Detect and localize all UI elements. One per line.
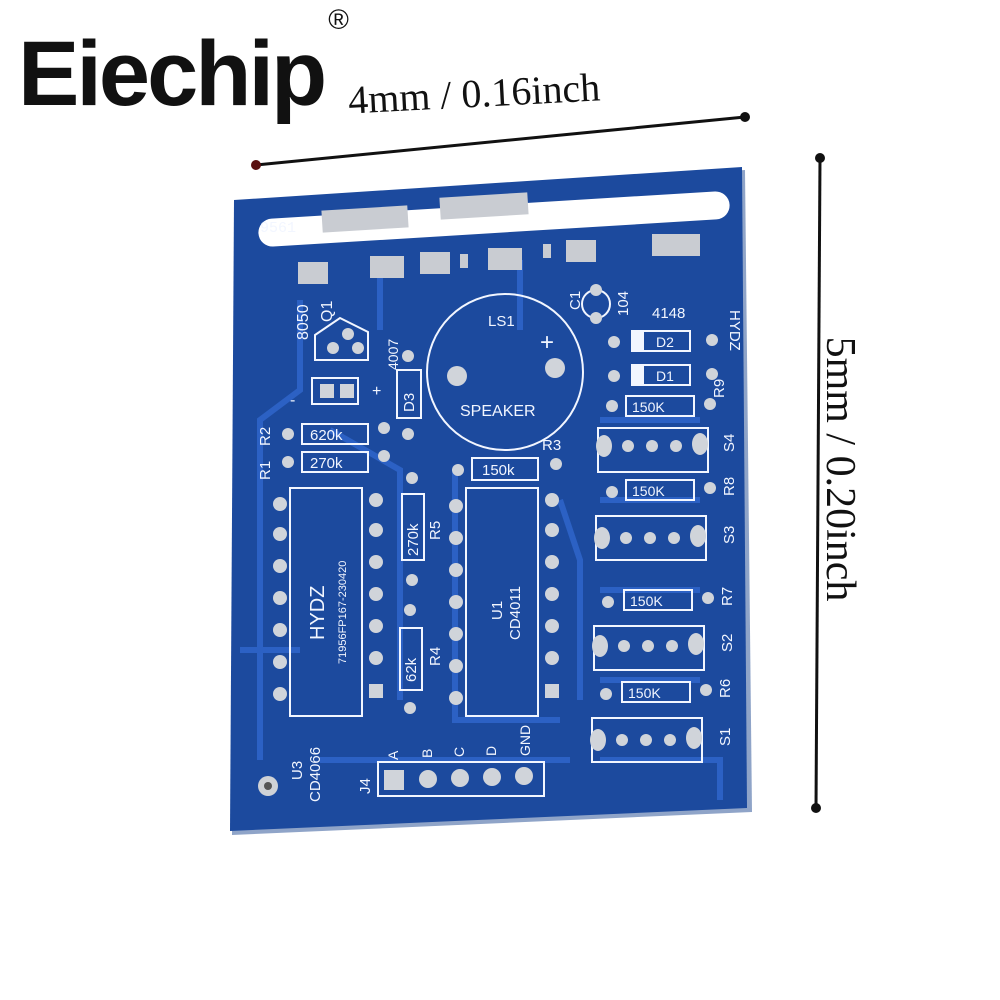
u1-part-label: CD4011 bbox=[507, 586, 524, 640]
q1-label: Q1 bbox=[319, 301, 336, 322]
r3-label: R3 bbox=[542, 437, 561, 454]
diode-part-label: 4148 bbox=[652, 305, 685, 322]
u3-ic-footprint bbox=[273, 487, 383, 717]
r8-value-label: 150K bbox=[632, 483, 665, 499]
plus-label: + bbox=[372, 383, 381, 400]
r3-value-label: 150k bbox=[482, 462, 515, 479]
r4-value-label: 62k bbox=[403, 657, 420, 682]
minus-label: - bbox=[290, 392, 295, 409]
c1-value-label: 104 bbox=[615, 291, 632, 316]
r1-value-label: 620k bbox=[310, 427, 343, 444]
pin-gnd-label: GND bbox=[517, 725, 533, 756]
r9-label: R9 bbox=[711, 379, 728, 398]
r7-value-label: 150K bbox=[630, 593, 663, 609]
brand-name: Eiechip bbox=[18, 23, 327, 125]
d1-footprint bbox=[608, 364, 718, 386]
u1-label: U1 bbox=[489, 601, 506, 620]
j4-label: J4 bbox=[357, 778, 374, 794]
s3-label: S3 bbox=[721, 526, 738, 544]
s1-label: S1 bbox=[717, 728, 734, 746]
r5-label: R5 bbox=[427, 521, 444, 540]
top-pads bbox=[298, 234, 700, 284]
r1-label: R1 bbox=[257, 461, 274, 480]
q1-footprint bbox=[314, 316, 369, 361]
s3-switch-footprint bbox=[594, 515, 707, 561]
c1-label: C1 bbox=[567, 291, 584, 310]
r6-value-label: 150K bbox=[628, 685, 661, 701]
speaker-plus-label: + bbox=[540, 329, 554, 356]
speaker-footprint bbox=[426, 293, 584, 451]
u3-brand-label: HYDZ bbox=[307, 586, 329, 640]
d3-label: D3 bbox=[401, 393, 418, 412]
ls1-label: LS1 bbox=[488, 313, 515, 330]
s2-switch-footprint bbox=[592, 625, 705, 671]
speaker-label: SPEAKER bbox=[460, 403, 536, 420]
s4-label: S4 bbox=[721, 434, 738, 452]
r2-label: R2 bbox=[257, 427, 274, 446]
pin-a-label: A bbox=[385, 750, 401, 760]
r2-value-label: 270k bbox=[310, 455, 343, 472]
pin-d-label: D bbox=[483, 746, 499, 756]
registered-mark: ® bbox=[328, 4, 349, 36]
s4-switch-footprint bbox=[596, 427, 709, 473]
pin-b-label: B bbox=[419, 749, 435, 758]
board-slot bbox=[258, 191, 730, 247]
r4-label: R4 bbox=[427, 647, 444, 666]
u3-code-label: 71956FP167-230420 bbox=[337, 561, 349, 664]
board-id-label: 9561 bbox=[260, 220, 296, 237]
s1-switch-footprint bbox=[590, 717, 703, 763]
u1-ic-footprint bbox=[449, 487, 559, 717]
j4-header-footprint bbox=[377, 761, 545, 797]
hydz-top-label: HYDZ bbox=[726, 310, 743, 351]
d3-part-label: 4007 bbox=[385, 339, 401, 370]
width-dimension-line bbox=[251, 112, 750, 170]
r7-label: R7 bbox=[719, 587, 736, 606]
u3-label: U3 bbox=[289, 761, 306, 780]
brand-logo: Eiechip® bbox=[18, 4, 349, 127]
q1-part-label: 8050 bbox=[295, 304, 312, 340]
d2-label: D2 bbox=[656, 334, 674, 350]
r9-value-label: 150K bbox=[632, 399, 665, 415]
s2-label: S2 bbox=[719, 634, 736, 652]
u3-part-label: CD4066 bbox=[307, 747, 324, 802]
r5-value-label: 270k bbox=[405, 523, 422, 556]
height-dimension-line bbox=[811, 153, 825, 813]
d1-label: D1 bbox=[656, 368, 674, 384]
r6-label: R6 bbox=[717, 679, 734, 698]
d2-footprint bbox=[608, 330, 718, 352]
r8-label: R8 bbox=[721, 477, 738, 496]
pin-c-label: C bbox=[451, 747, 467, 757]
